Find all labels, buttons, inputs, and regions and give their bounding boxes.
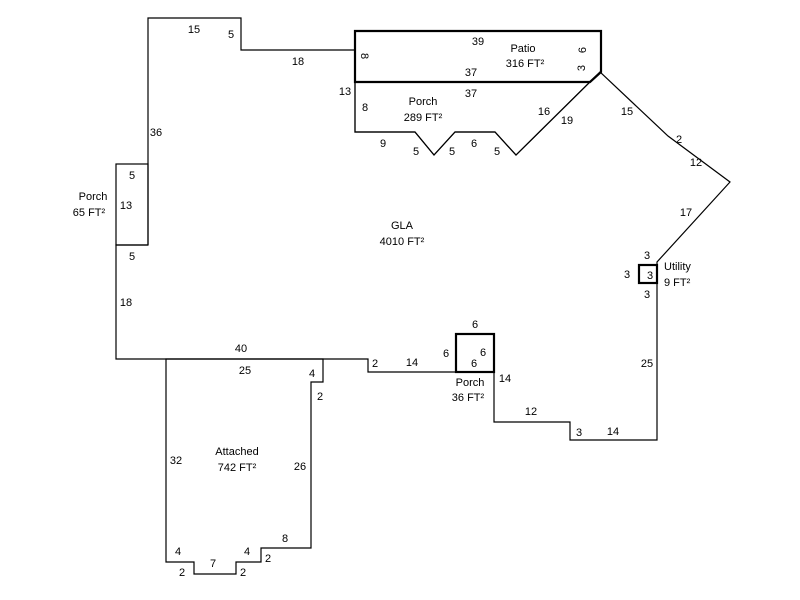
dim-label: 13 <box>120 200 132 212</box>
dim-label: 18 <box>292 56 304 68</box>
dim-label: 4 <box>244 546 250 558</box>
dim-label: 19 <box>561 115 573 127</box>
dim-label: 5 <box>494 146 500 158</box>
dim-label: 4 <box>309 368 315 380</box>
dim-label: 8 <box>362 102 368 114</box>
dim-label: 26 <box>294 461 306 473</box>
dim-label: 25 <box>641 358 653 370</box>
dim-label: 15 <box>188 24 200 36</box>
dim-label: 6 <box>480 347 486 359</box>
dim-label: 5 <box>449 146 455 158</box>
dim-label: 36 <box>150 127 162 139</box>
dim-label: 3 <box>644 289 650 301</box>
dim-label: 2 <box>265 553 271 565</box>
dim-label: 2 <box>676 134 682 146</box>
dim-label: 18 <box>120 297 132 309</box>
dim-label: 12 <box>690 157 702 169</box>
gla-size: 4010 FT² <box>380 236 425 248</box>
porch-left-dimensions: 5 13 5 <box>120 170 135 212</box>
porch-small-name: Porch <box>456 377 485 389</box>
gla-name: GLA <box>391 220 414 232</box>
attached-dimensions: 25 4 2 26 8 2 4 2 7 2 4 32 <box>170 365 323 579</box>
dim-label: 14 <box>406 357 418 369</box>
dim-label: 2 <box>317 391 323 403</box>
utility-size: 9 FT² <box>664 277 691 289</box>
dim-label: 8 <box>358 53 370 59</box>
dim-label: 13 <box>339 86 351 98</box>
dim-label: 14 <box>499 373 511 385</box>
dim-label: 16 <box>538 106 550 118</box>
attached-name: Attached <box>215 446 258 458</box>
dim-label: 32 <box>170 455 182 467</box>
porch-top-name: Porch <box>409 96 438 108</box>
porch-small-size: 36 FT² <box>452 392 485 404</box>
dim-label: 8 <box>282 533 288 545</box>
dim-label: 6 <box>577 47 589 53</box>
porch-left-outline <box>115 163 149 246</box>
dim-label: 17 <box>680 207 692 219</box>
dim-label: 6 <box>443 348 449 360</box>
dim-label: 25 <box>239 365 251 377</box>
porch-top-size: 289 FT² <box>404 112 443 124</box>
dim-label: 37 <box>465 67 477 79</box>
utility-name: Utility <box>664 261 691 273</box>
porch-top-dimensions: 37 8 9 5 5 6 5 16 <box>362 88 550 158</box>
dim-label: 6 <box>472 319 478 331</box>
dim-label: 15 <box>621 106 633 118</box>
dim-label: 6 <box>471 358 477 370</box>
patio-size: 316 FT² <box>506 58 545 70</box>
dim-label: 5 <box>129 170 135 182</box>
porch-top-outline <box>354 81 592 156</box>
dim-label: 7 <box>210 558 216 570</box>
patio-name: Patio <box>510 43 535 55</box>
dim-label: 40 <box>235 343 247 355</box>
dim-label: 4 <box>175 546 181 558</box>
dim-label: 5 <box>228 29 234 41</box>
utility-dimensions: 3 3 3 3 <box>624 250 653 301</box>
dim-label: 3 <box>624 269 630 281</box>
dim-label: 6 <box>471 138 477 150</box>
utility-outline <box>637 263 659 285</box>
dim-label: 3 <box>647 270 653 282</box>
porch-left-name: Porch <box>79 191 108 203</box>
dim-label: 3 <box>576 427 582 439</box>
dim-label: 5 <box>413 146 419 158</box>
porch-small-dimensions: 6 6 6 6 <box>443 319 486 370</box>
dim-label: 9 <box>380 138 386 150</box>
patio-dimensions: 39 37 8 6 3 <box>358 36 589 79</box>
attached-outline <box>165 358 324 575</box>
patio-outline <box>353 29 603 84</box>
porch-left-size: 65 FT² <box>73 207 106 219</box>
gla-dimensions: 15 5 18 13 36 5 18 40 2 14 14 12 3 14 25… <box>120 24 702 439</box>
dim-label: 2 <box>372 358 378 370</box>
dim-label: 2 <box>179 567 185 579</box>
dim-label: 3 <box>576 65 588 71</box>
dim-label: 14 <box>607 426 619 438</box>
dim-label: 37 <box>465 88 477 100</box>
dim-label: 39 <box>472 36 484 48</box>
porch-small-outline <box>454 332 496 374</box>
attached-size: 742 FT² <box>218 462 257 474</box>
dim-label: 5 <box>129 251 135 263</box>
dim-label: 2 <box>240 567 246 579</box>
dim-label: 12 <box>525 406 537 418</box>
dim-label: 3 <box>644 250 650 262</box>
